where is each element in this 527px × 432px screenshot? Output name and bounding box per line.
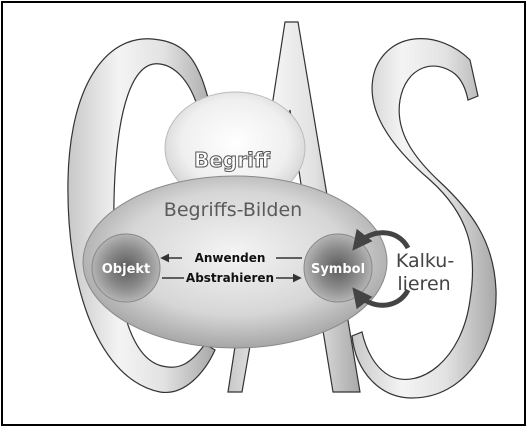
symbol-label: Symbol <box>311 262 365 277</box>
kalkulieren-label-line2: lieren <box>397 273 450 295</box>
abstrahieren-label: Abstrahieren <box>186 271 274 285</box>
begriffs-bilden-label: Begriffs-Bilden <box>164 199 302 221</box>
anwenden-label: Anwenden <box>195 251 266 265</box>
kalkulieren-label-line1: Kalku- <box>396 250 454 272</box>
objekt-label: Objekt <box>102 262 151 277</box>
begriff-label: Begriff <box>194 148 271 172</box>
